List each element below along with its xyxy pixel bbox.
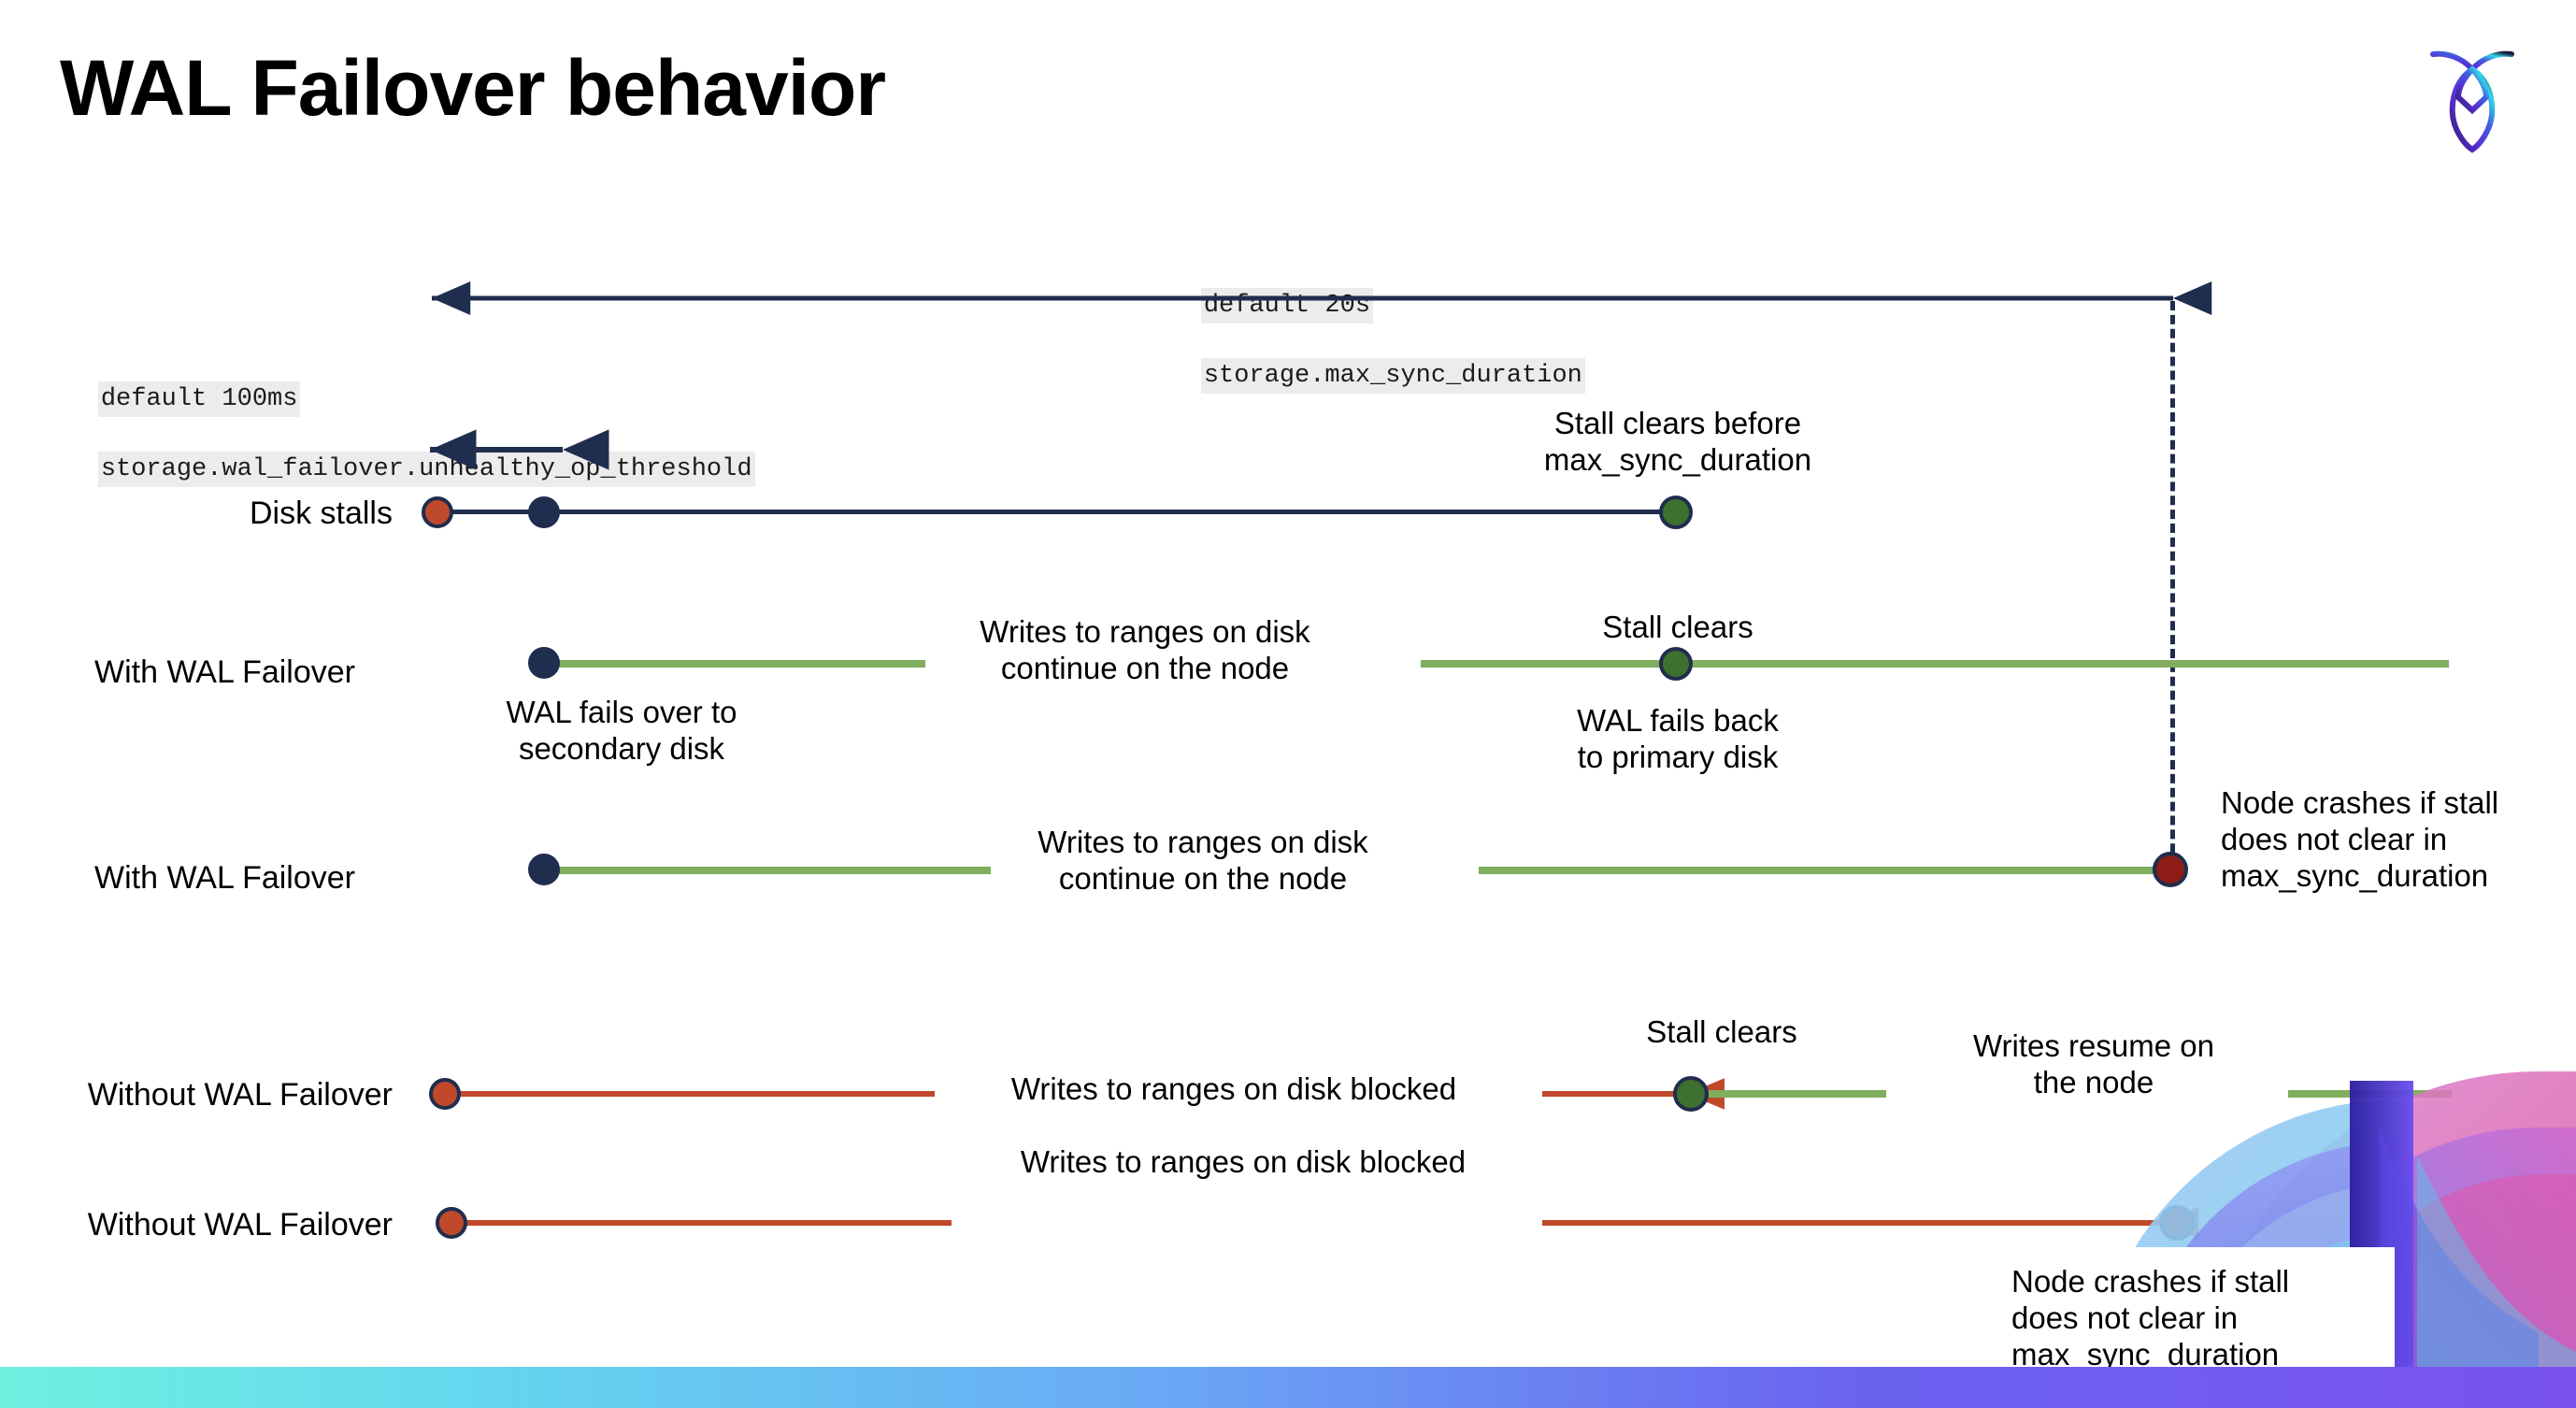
- max-sync-default: default 20s: [1200, 288, 1374, 324]
- note-wal-fails-back: WAL fails back to primary disk: [1577, 703, 1779, 774]
- note-writes-continue-2: Writes to ranges on disk continue on the…: [1038, 825, 1368, 896]
- disk-stalls-line: [439, 510, 1675, 514]
- page-title: WAL Failover behavior: [60, 44, 886, 132]
- note-wal-fails-over: WAL fails over to secondary disk: [506, 695, 737, 766]
- row-label-with-wal-failover-2: With WAL Failover: [94, 860, 355, 896]
- nowal1-start-dot: [429, 1078, 461, 1110]
- note-node-crashes-1: Node crashes if stall does not clear in …: [2221, 785, 2499, 893]
- wal2-seg-a: [542, 867, 991, 874]
- note-stall-clears-before: Stall clears before max_sync_duration: [1543, 406, 1812, 477]
- max-sync-duration-label: default 20s storage.max_sync_duration: [1140, 254, 1585, 427]
- wal1-seg-a: [542, 660, 925, 668]
- unhealthy-setting: storage.wal_failover.unhealthy_op_thresh…: [97, 451, 755, 487]
- row-label-without-wal-failover-1: Without WAL Failover: [87, 1077, 393, 1113]
- wal2-seg-b: [1479, 867, 2170, 874]
- cockroach-labs-logo: [2402, 24, 2542, 165]
- note-stall-clears-2: Stall clears: [1646, 1014, 1797, 1049]
- wal1-seg-b: [1421, 660, 2449, 668]
- bottom-gradient-bar: [0, 1367, 2576, 1408]
- note-writes-continue-1: Writes to ranges on disk continue on the…: [980, 614, 1310, 685]
- nowal1-seg-a: [449, 1091, 935, 1097]
- unhealthy-default: default 100ms: [97, 381, 301, 418]
- wal2-failover-dot: [528, 854, 560, 885]
- nowal1-clear-dot: [1673, 1076, 1709, 1112]
- nowal2-seg-a: [461, 1220, 952, 1226]
- row-label-disk-stalls: Disk stalls: [249, 496, 393, 531]
- row-label-with-wal-failover-1: With WAL Failover: [94, 654, 355, 690]
- note-node-crashes-2: Node crashes if stall does not clear in …: [2011, 1264, 2290, 1372]
- nowal1-seg-b: [1709, 1090, 1886, 1098]
- row-label-without-wal-failover-2: Without WAL Failover: [87, 1207, 393, 1243]
- disk-stalls-clear-dot: [1659, 496, 1693, 529]
- note-writes-blocked-1: Writes to ranges on disk blocked: [1010, 1071, 1457, 1106]
- note-stall-clears-1: Stall clears: [1602, 610, 1753, 644]
- disk-stalls-failover-dot: [528, 496, 560, 528]
- unhealthy-op-threshold-label: default 100ms storage.wal_failover.unhea…: [37, 348, 755, 521]
- wal2-crash-dot: [2153, 852, 2188, 887]
- note-writes-resume: Writes resume on the node: [1973, 1028, 2214, 1099]
- max-sync-drop-line: [2170, 301, 2175, 881]
- nowal2-start-dot: [436, 1207, 467, 1239]
- note-writes-blocked-2: Writes to ranges on disk blocked: [1020, 1144, 1467, 1179]
- disk-stalls-start-dot: [422, 496, 453, 528]
- wal1-failover-dot: [528, 647, 560, 679]
- wal1-clear-dot: [1659, 647, 1693, 681]
- max-sync-setting: storage.max_sync_duration: [1200, 357, 1585, 394]
